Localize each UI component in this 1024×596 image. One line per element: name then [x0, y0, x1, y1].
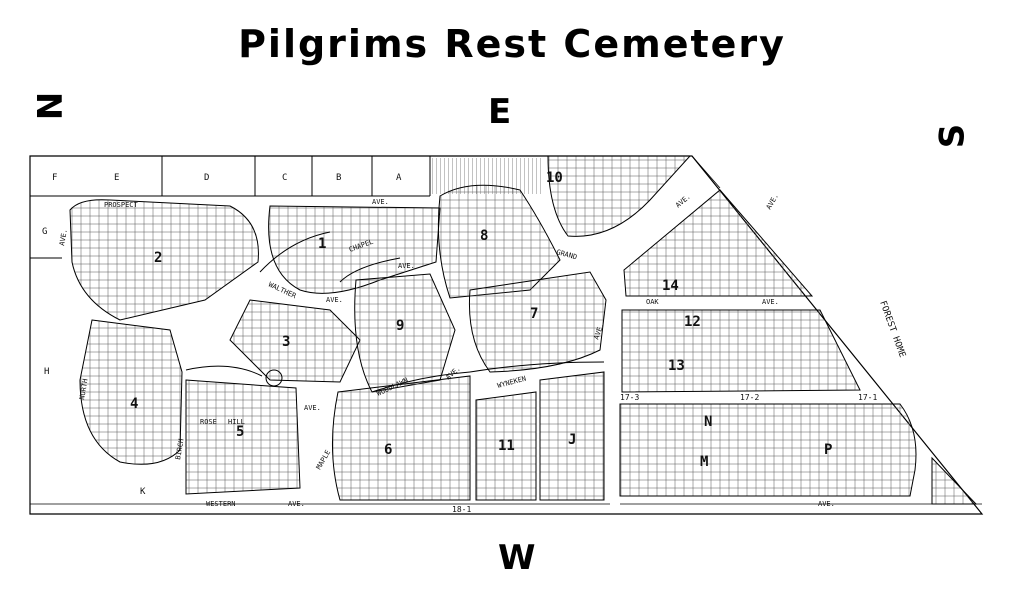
- street-ave-3: AVE.: [398, 262, 415, 270]
- section-14: 14: [662, 278, 679, 294]
- street-ave-5: AVE.: [674, 193, 692, 210]
- street-ave-12: AVE.: [818, 500, 835, 508]
- street-north: NORTH: [78, 378, 90, 400]
- section-4: 4: [130, 396, 138, 412]
- street-rose: ROSE: [200, 418, 217, 426]
- street-prospect: PROSPECT: [104, 201, 139, 209]
- section-2: 2: [154, 250, 162, 266]
- street-forest-home: FOREST HOME: [877, 300, 907, 359]
- marker-17-2: 17-2: [740, 393, 759, 402]
- lot-label-e: E: [114, 173, 119, 183]
- street-ave-1: AVE.: [372, 198, 389, 206]
- section-m: M: [700, 454, 708, 470]
- section-j: J: [568, 432, 576, 448]
- street-ave-4: AVE.: [326, 296, 343, 304]
- compass-west: W: [498, 538, 536, 578]
- top-lot-dividers: [161, 156, 431, 196]
- marker-17-1: 17-1: [858, 393, 877, 402]
- lot-label-k: K: [140, 487, 146, 497]
- section-p: P: [824, 442, 832, 458]
- section-8: 8: [480, 228, 488, 244]
- section-3: 3: [282, 334, 290, 350]
- section-5: 5: [236, 424, 244, 440]
- street-birch: BIRCH: [174, 438, 186, 460]
- lot-label-f: F: [52, 173, 57, 183]
- compass-east: E: [488, 92, 512, 132]
- section-1: 1: [318, 236, 326, 252]
- street-wyneken: WYNEKEN: [496, 375, 527, 390]
- lot-label-g: G: [42, 227, 47, 237]
- cemetery-boundary: [29, 155, 984, 515]
- map-title: Pilgrims Rest Cemetery: [238, 22, 786, 66]
- lot-label-h: H: [44, 367, 49, 377]
- section-n: N: [704, 414, 712, 430]
- side-lot-labels: G H K: [42, 227, 146, 497]
- lot-label-d: D: [204, 173, 209, 183]
- street-ave-6: AVE.: [762, 298, 779, 306]
- section-11: 11: [498, 438, 515, 454]
- top-lot-labels: F E D C B A: [52, 173, 402, 183]
- street-western: WESTERN: [206, 500, 236, 508]
- street-hill: HILL: [228, 418, 245, 426]
- section-7: 7: [530, 306, 538, 322]
- lot-label-c: C: [282, 173, 287, 183]
- roads: [185, 231, 605, 393]
- section-labels: 1 2 3 4 5 6 7 8 9 10 11 12 13 14 J M N P: [130, 170, 832, 470]
- street-oak: OAK: [646, 298, 659, 306]
- lot-label-b: B: [336, 173, 341, 183]
- section-6: 6: [384, 442, 392, 458]
- street-maple: MAPLE: [315, 449, 332, 471]
- street-ave-7: AVE.: [765, 192, 780, 211]
- section-12: 12: [684, 314, 701, 330]
- section-13: 13: [668, 358, 685, 374]
- street-ave-11: AVE.: [288, 500, 305, 508]
- marker-18-1: 18-1: [452, 505, 471, 514]
- street-ave-10: AVE.: [304, 404, 321, 412]
- street-ave-2: AVE.: [58, 228, 69, 246]
- row-markers: 17-3 17-2 17-1 18-1: [452, 393, 877, 514]
- lot-label-a: A: [396, 173, 402, 183]
- section-blocks: [69, 155, 978, 505]
- section-9: 9: [396, 318, 404, 334]
- section-10: 10: [546, 170, 563, 186]
- marker-17-3: 17-3: [620, 393, 639, 402]
